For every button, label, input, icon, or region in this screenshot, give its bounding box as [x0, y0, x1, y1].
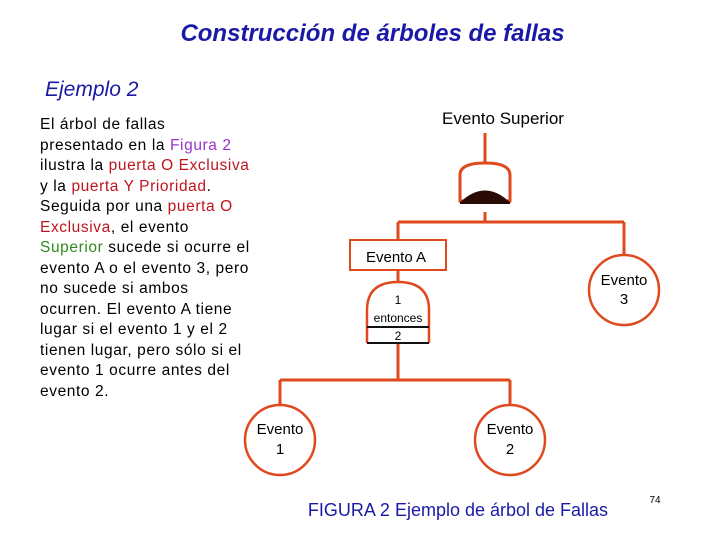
event-2-number: 2: [506, 441, 514, 458]
text-part: ilustra la: [40, 157, 109, 174]
priority-and-gate-icon: [365, 280, 431, 344]
figure-ref: Figura 2: [169, 136, 232, 154]
description-text: El árbol de fallas presentado en la Figu…: [40, 115, 250, 402]
event-a-box: [349, 239, 447, 271]
priority-and-gate-ref: puerta Y Prioridad: [71, 177, 207, 195]
xor-gate-ref: puerta O Exclusiva: [108, 157, 250, 174]
event-3-number: 3: [620, 291, 628, 308]
condition-label-1: 1: [395, 293, 402, 307]
event-1-circle: [243, 403, 317, 477]
or-gate-ref: puerta O Exclusiva: [40, 198, 233, 236]
condition-label-entonces: entonces: [374, 311, 423, 325]
example-subtitle: Ejemplo 2: [45, 78, 139, 101]
text-part: y la: [40, 177, 72, 195]
superior-ref: Superior: [40, 239, 104, 256]
page-number: 74: [649, 495, 661, 506]
condition-label-2: 2: [395, 329, 402, 343]
tree-lines: [278, 133, 626, 410]
text-part: , el evento: [110, 218, 189, 236]
xor-gate-icon: [458, 161, 512, 204]
top-event-label: Evento Superior: [442, 109, 564, 128]
event-2-label: Evento: [487, 421, 534, 438]
event-1-number: 1: [276, 441, 284, 458]
text-part: . Seguida por una: [40, 177, 212, 216]
event-a-label: Evento A: [366, 249, 426, 266]
event-1-label: Evento: [257, 421, 304, 438]
page-title: Construcción de árboles de fallas: [180, 20, 565, 47]
event-2-circle: [473, 403, 547, 477]
event-3-circle: [587, 253, 661, 327]
event-3-label: Evento: [601, 272, 648, 289]
figure-caption: FIGURA 2 Ejemplo de árbol de Fallas: [308, 500, 608, 520]
text-part: sucede si ocurre el evento A o el evento…: [40, 239, 250, 400]
text-part: El árbol de fallas presentado en la: [40, 116, 170, 154]
